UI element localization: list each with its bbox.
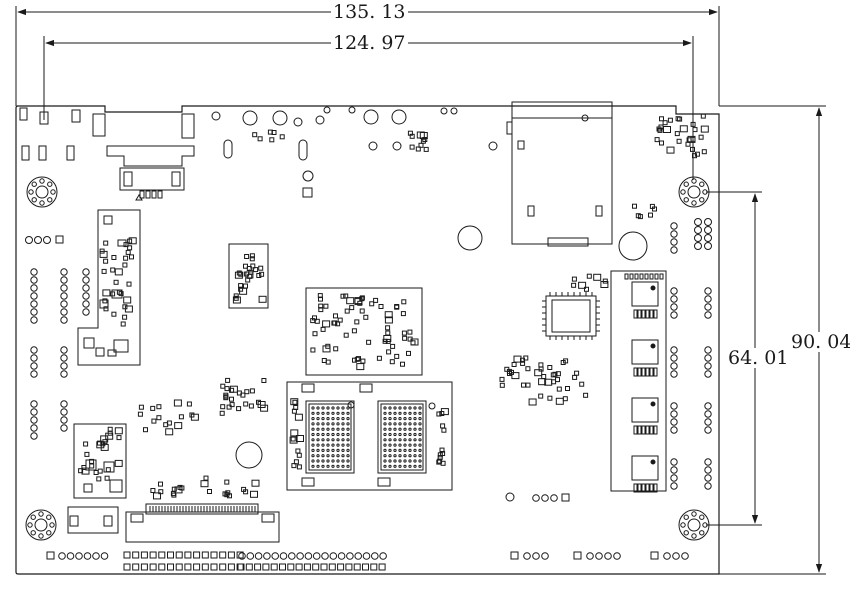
large-pad-2 — [618, 231, 648, 261]
left-module — [77, 209, 141, 366]
large-pad-1 — [457, 225, 483, 251]
smd-components — [78, 113, 709, 512]
fpc-connector — [125, 503, 280, 543]
left-module-2 — [67, 423, 127, 534]
memory-module — [286, 381, 453, 491]
mounting-hole-top-right — [678, 176, 710, 208]
mounting-hole-top-left — [26, 176, 58, 208]
dimension-hole-spacing-width — [43, 36, 694, 180]
mounting-hole-bottom-right — [678, 509, 710, 541]
processor-chip — [545, 295, 597, 337]
large-pad-3 — [235, 441, 263, 469]
usb-connector — [106, 145, 195, 201]
pin-headers — [25, 218, 712, 571]
hole-spacing-width-label: 124. 97 — [331, 32, 408, 54]
ic-block-left — [228, 243, 269, 309]
mounting-hole-bottom-left — [25, 509, 57, 541]
hole-spacing-height-label: 64. 01 — [726, 347, 791, 369]
sd-card-slot — [506, 101, 613, 247]
top-indicators — [211, 106, 589, 198]
overall-height-label: 90. 04 — [789, 332, 850, 352]
left-edge-connectors — [19, 107, 195, 161]
overall-width-label: 135. 13 — [331, 1, 408, 23]
board-outline — [15, 105, 720, 575]
ic-block-center — [305, 287, 423, 376]
